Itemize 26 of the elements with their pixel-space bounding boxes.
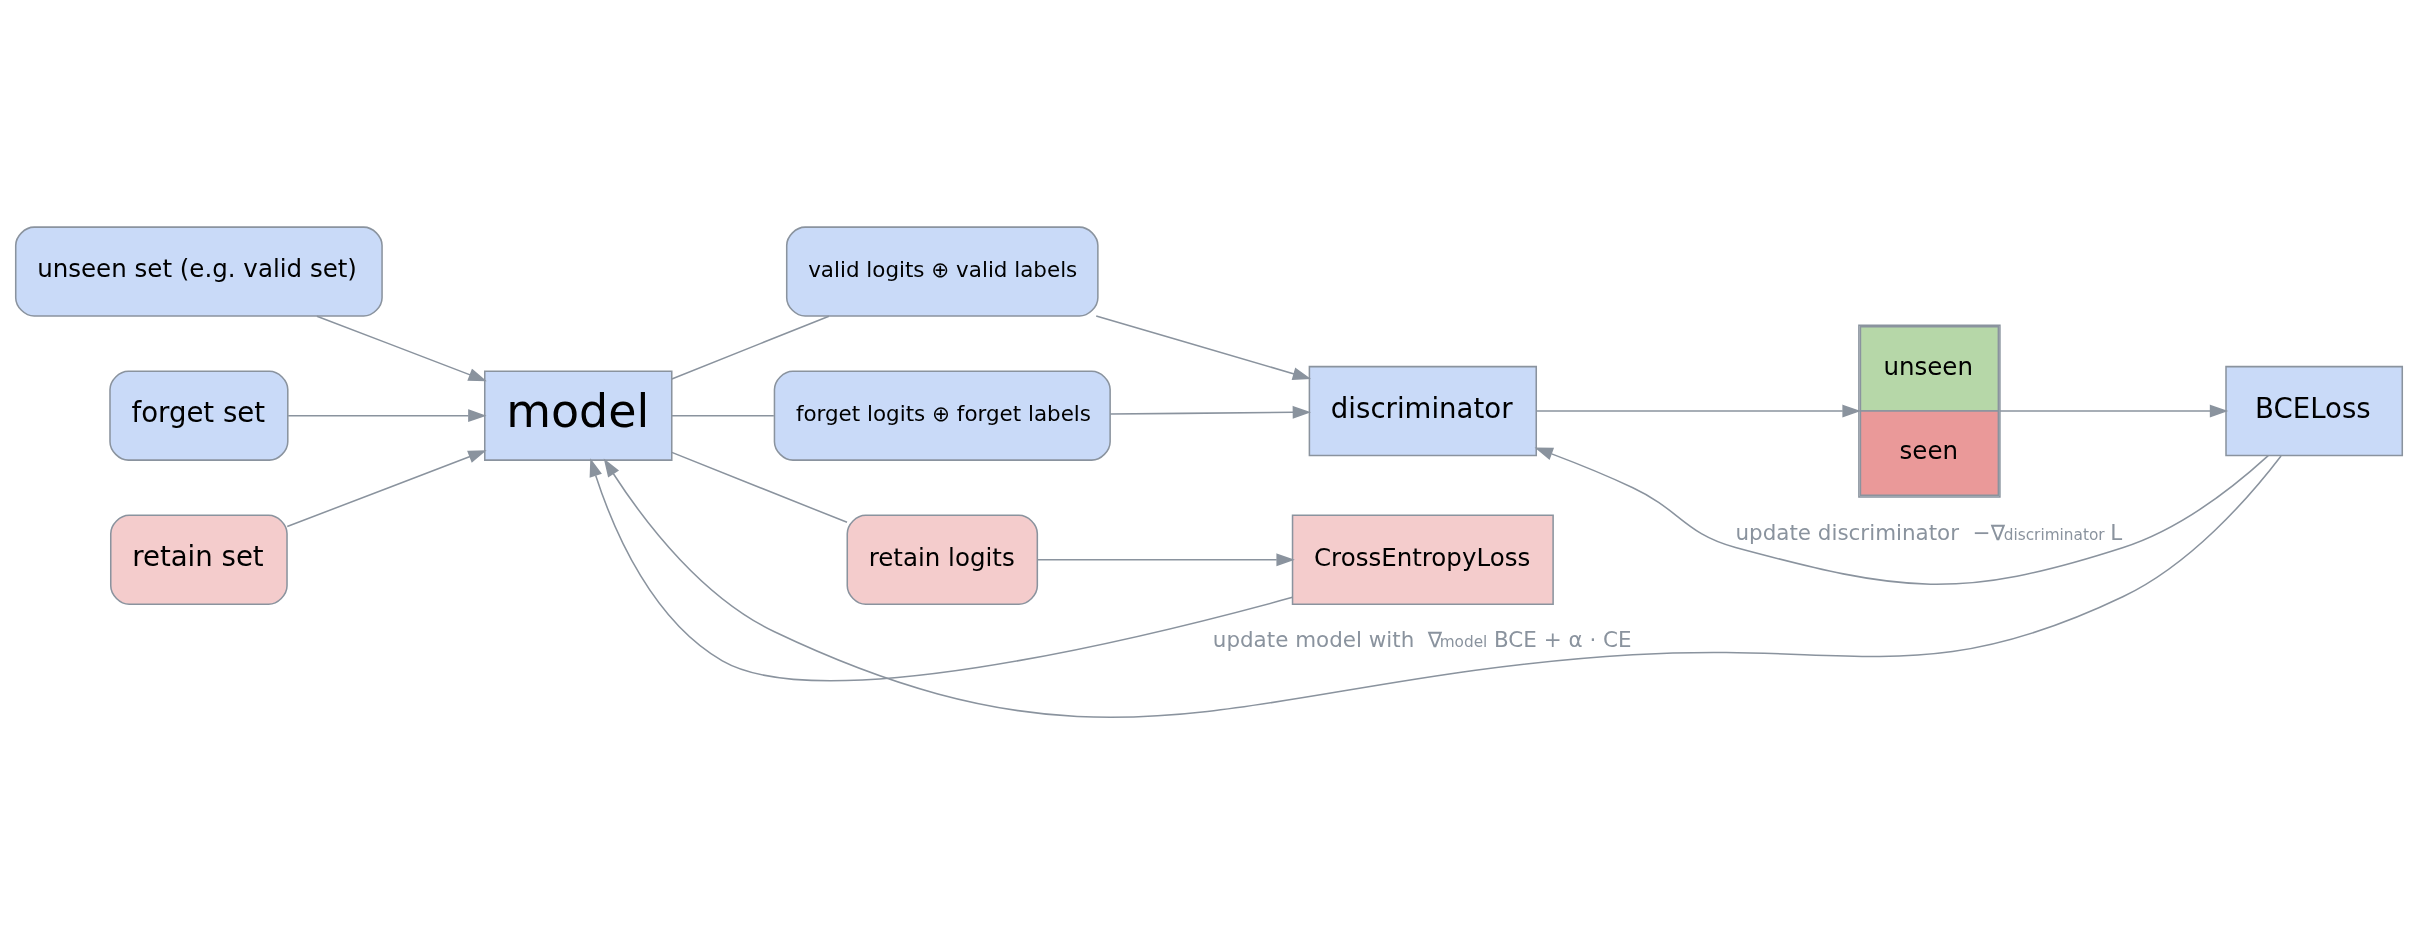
edge-label: update discriminator −∇discriminator L [1735,519,2123,545]
node-box: forget set [109,369,289,461]
edge-label: update model with ∇model BCE + α · CE [1212,626,1632,652]
node-box: retain set [110,514,288,605]
node-box: forget logits ⊕ forget labels [773,369,1111,461]
arrow [1535,404,1861,417]
arrow [1534,447,2269,585]
arrow [287,408,487,422]
arrow [1109,405,1312,419]
arrow [1999,404,2229,417]
node-box: CrossEntropyLoss [1291,514,1554,605]
arrow [316,314,487,381]
node-box: BCELoss [2225,365,2404,456]
arrow [286,449,487,527]
connector [671,314,830,380]
arrow [603,454,2282,718]
node-box: model [484,369,673,461]
arrow [589,457,1294,681]
arrow [1095,314,1312,380]
node-box: unseen set (e.g. valid set) [14,225,383,317]
connector [671,414,775,416]
arrow [1036,552,1295,566]
node-box: retain logits [846,514,1039,605]
node-box: discriminator [1308,365,1537,456]
connector [671,451,848,523]
node-box: valid logits ⊕ valid labels [785,225,1099,317]
